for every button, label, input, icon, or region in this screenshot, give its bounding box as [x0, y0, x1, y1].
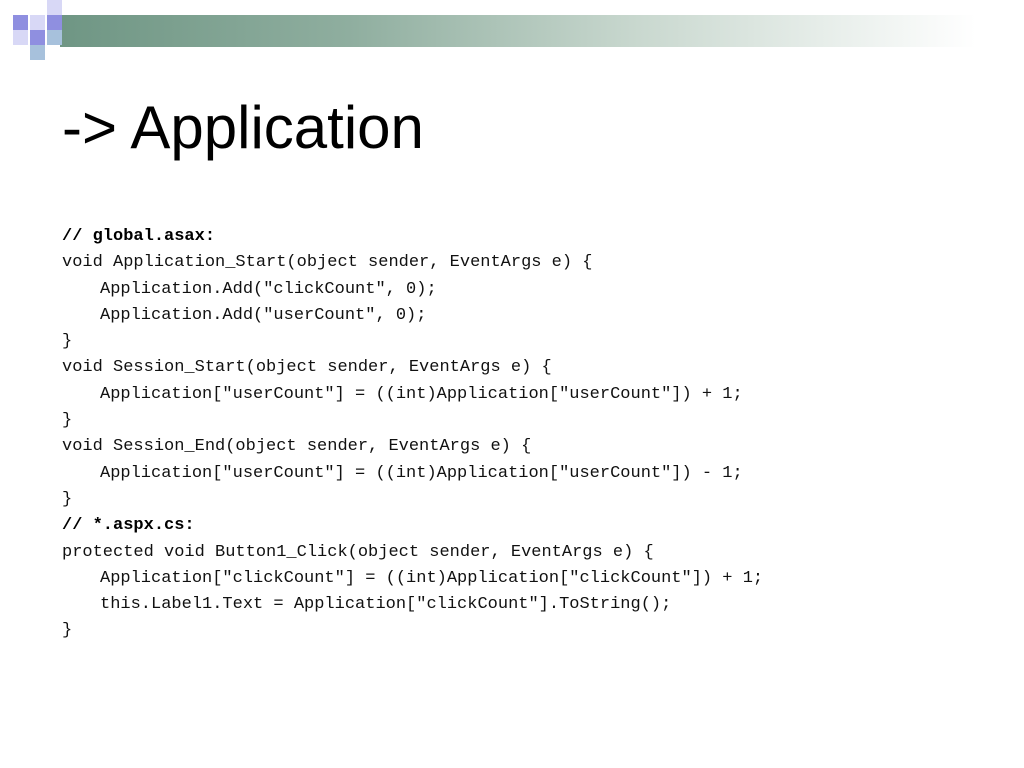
code-line: Application.Add("clickCount", 0); — [100, 279, 437, 299]
code-line: this.Label1.Text = Application["clickCou… — [100, 595, 672, 615]
code-line: } — [62, 332, 73, 352]
decor-square — [47, 15, 62, 30]
code-line: } — [62, 489, 73, 509]
code-line: // *.aspx.cs: — [62, 516, 195, 536]
code-line: Application["userCount"] = ((int)Applica… — [100, 463, 743, 483]
decor-square — [13, 30, 28, 45]
code-line: void Application_Start(object sender, Ev… — [62, 253, 593, 273]
code-line: Application["userCount"] = ((int)Applica… — [100, 384, 743, 404]
code-line: Application.Add("userCount", 0); — [100, 305, 427, 325]
code-line: void Session_Start(object sender, EventA… — [62, 358, 552, 378]
decor-square — [30, 45, 45, 60]
code-line: protected void Button1_Click(object send… — [62, 542, 654, 562]
header-gradient-bar — [60, 15, 1024, 47]
slide-title: -> Application — [62, 94, 424, 161]
decor-square — [30, 15, 45, 30]
code-line: void Session_End(object sender, EventArg… — [62, 437, 532, 457]
code-line: } — [62, 411, 73, 431]
code-line: Application["clickCount"] = ((int)Applic… — [100, 568, 764, 588]
decor-square — [13, 15, 28, 30]
code-line: } — [62, 621, 73, 641]
decor-square — [47, 0, 62, 15]
code-line: // global.asax: — [62, 227, 216, 246]
decor-square — [47, 30, 62, 45]
decor-square — [30, 30, 45, 45]
code-block: // global.asax: void Application_Start(o… — [62, 224, 763, 645]
